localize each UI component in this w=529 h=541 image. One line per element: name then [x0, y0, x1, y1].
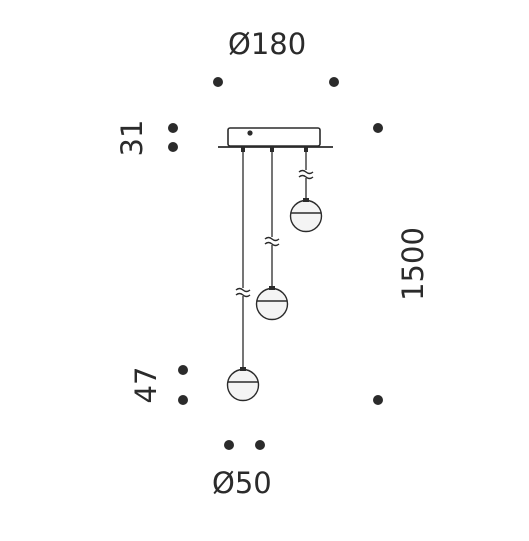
- marker-dot-height-top-a: [168, 123, 178, 133]
- shade-low-globe: [226, 368, 260, 402]
- marker-dot-drop-bottom: [373, 395, 383, 405]
- marker-dot-shade-bottom: [178, 395, 188, 405]
- cable-break-symbols: [235, 169, 314, 298]
- shade-high-globe: [289, 199, 323, 233]
- canopy-body: [227, 127, 321, 147]
- dimension-markers: [168, 77, 383, 450]
- shade-low: [226, 367, 260, 402]
- marker-dot-shade-right: [255, 440, 265, 450]
- shades: [226, 198, 323, 402]
- cable-grip-3: [304, 147, 308, 152]
- break-symbol-medium: [264, 236, 280, 247]
- shade-middle-cap: [269, 286, 275, 290]
- shade-high: [289, 198, 323, 233]
- canopy-diameter-label: Ø180: [228, 27, 307, 61]
- shade-middle: [255, 286, 289, 321]
- shade-low-cap: [240, 367, 246, 371]
- marker-dot-canopy-right: [329, 77, 339, 87]
- marker-dot-canopy-left: [213, 77, 223, 87]
- shade-high-cap: [303, 198, 309, 202]
- shade-middle-globe: [255, 287, 289, 321]
- shade-diameter-label: Ø50: [212, 466, 272, 500]
- canopy-height-label: 31: [115, 119, 149, 157]
- marker-dot-shade-left: [224, 440, 234, 450]
- canopy-screw: [247, 130, 253, 136]
- cable-grip-1: [241, 147, 245, 152]
- shade-height-label: 47: [129, 366, 163, 404]
- cables: [242, 152, 307, 370]
- break-symbol-long: [235, 287, 251, 298]
- canopy: [218, 127, 333, 152]
- break-symbol-short: [298, 169, 314, 180]
- marker-dot-height-top-b: [168, 142, 178, 152]
- marker-dot-drop-top: [373, 123, 383, 133]
- marker-dot-shade-top: [178, 365, 188, 375]
- cable-grip-2: [270, 147, 274, 152]
- drop-length-label: 1500: [396, 227, 430, 301]
